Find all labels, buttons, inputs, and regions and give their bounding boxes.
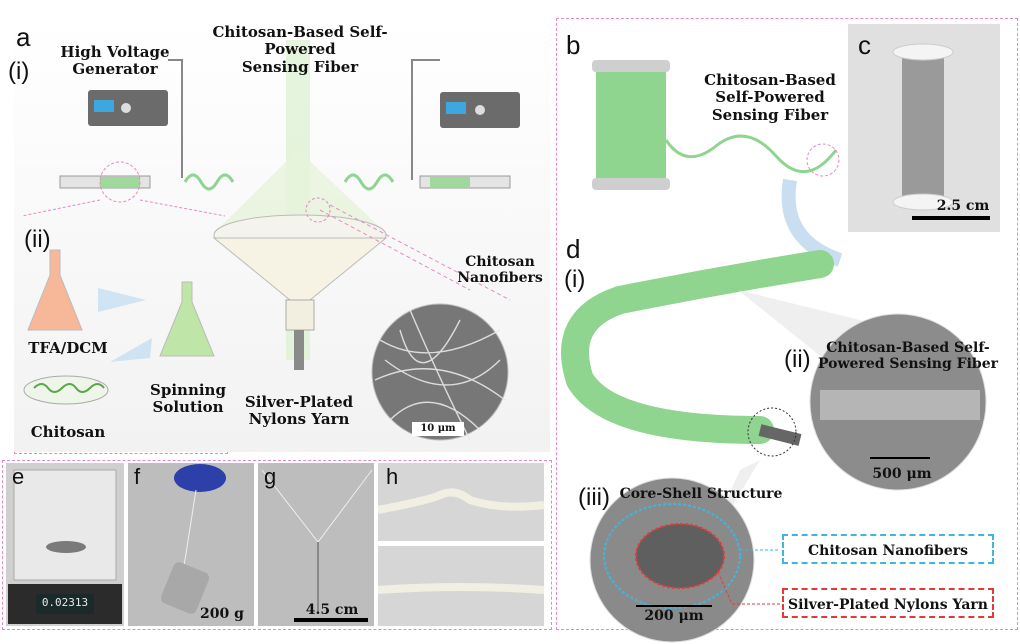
- fiber-core: [758, 424, 802, 446]
- dii-scale-label: 500 μm: [872, 466, 932, 482]
- arrow-b-to-d: [781, 178, 843, 267]
- fiber-spool: [596, 66, 666, 186]
- zoom-line-2: [329, 204, 511, 301]
- panel-label-a: a: [16, 22, 31, 52]
- fiber-3d: [561, 250, 834, 444]
- zoom-circle-cone: [305, 197, 331, 223]
- weight-label: 200 g: [200, 606, 244, 622]
- zoom-circle-b: [806, 143, 840, 177]
- yarn-rod: [294, 330, 304, 370]
- chitosan-dish: [23, 375, 109, 405]
- panel-label-f: f: [134, 464, 141, 489]
- panel-label-g: g: [264, 464, 277, 489]
- panel-label-h: h: [386, 464, 399, 489]
- jet-left: [183, 173, 235, 191]
- panel-label-e: e: [12, 464, 25, 489]
- tfa-dcm-label: TFA/DCM: [28, 339, 108, 357]
- panel-label-a-i: (i): [8, 58, 30, 85]
- panel-label-d-i: (i): [564, 266, 586, 293]
- panel-label-b: b: [566, 30, 581, 60]
- panel-efgh-frame: [2, 460, 552, 630]
- zoom-circle-core: [747, 407, 797, 457]
- c-scale-label: 2.5 cm: [936, 198, 990, 214]
- shell-outline: [603, 503, 741, 609]
- panel-label-d-ii: (ii): [784, 346, 811, 373]
- funnel-neck: [285, 299, 315, 331]
- zoom-circle-syringe: [99, 161, 141, 203]
- panel-label-c: c: [858, 30, 871, 60]
- panel-b-frame: [556, 18, 1018, 630]
- balance-display: [36, 594, 94, 614]
- jet-right: [343, 173, 395, 191]
- fiber-strand: [664, 134, 838, 173]
- sem-scale-label: 10 μm: [420, 423, 456, 434]
- arrow-to-solution-1: [98, 288, 146, 312]
- panel-label-d: d: [566, 234, 581, 264]
- legend-yarn: Silver-Plated Nylons Yarn: [782, 588, 994, 618]
- sem-nanofiber-image: [371, 303, 509, 441]
- panel-label-d-iii: (iii): [578, 484, 610, 511]
- core-outline: [635, 523, 725, 589]
- sem-scale-box: [412, 422, 464, 436]
- g-scale-label: 4.5 cm: [305, 602, 359, 618]
- legend-nanofibers: Chitosan Nanofibers: [782, 534, 994, 564]
- funnel-body: [212, 237, 388, 301]
- diii-scale-label: 200 μm: [644, 608, 704, 624]
- balance-readout: 0.02313: [41, 596, 89, 609]
- zoom-line-1: [319, 209, 471, 291]
- flask-tfa-dcm: [27, 249, 83, 331]
- panel-label-a-ii: (ii): [24, 226, 51, 253]
- flask-spinning-solution: [159, 281, 215, 357]
- chitosan-label: Chitosan: [30, 423, 106, 441]
- dii-title-label: Chitosan-Based Self-Powered Sensing Fibe…: [818, 340, 998, 373]
- core-shell-label: Core-Shell Structure: [619, 486, 783, 502]
- arrow-to-solution-2: [110, 338, 152, 362]
